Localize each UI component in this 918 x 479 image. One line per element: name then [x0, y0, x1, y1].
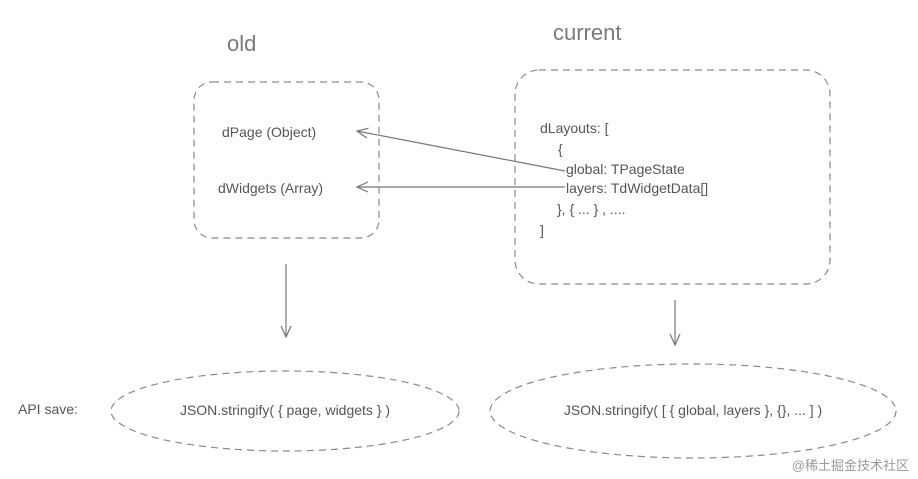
current-save-text: JSON.stringify( [ { global, layers }, {}…: [564, 402, 822, 418]
code-line-1: dLayouts: [: [540, 120, 609, 136]
old-field-dwidgets: dWidgets (Array): [218, 180, 323, 196]
current-title: current: [553, 20, 621, 45]
old-save-ellipse: [110, 370, 460, 452]
old-box: [193, 81, 380, 239]
old-title: old: [227, 31, 256, 56]
code-line-5: }, { ... } , ....: [557, 201, 625, 217]
code-line-3: global: TPageState: [566, 161, 685, 177]
code-line-2: {: [558, 141, 563, 157]
api-save-label: API save:: [18, 401, 78, 417]
code-line-6: ]: [540, 222, 544, 238]
old-save-text: JSON.stringify( { page, widgets } ): [180, 402, 390, 418]
arrow-global-to-dpage: [357, 131, 566, 172]
watermark-text: @稀土掘金技术社区: [792, 458, 909, 473]
old-field-dpage: dPage (Object): [222, 124, 316, 140]
current-save-ellipse: [489, 363, 897, 459]
code-line-4: layers: TdWidgetData[]: [566, 180, 708, 196]
current-box: [514, 69, 831, 285]
